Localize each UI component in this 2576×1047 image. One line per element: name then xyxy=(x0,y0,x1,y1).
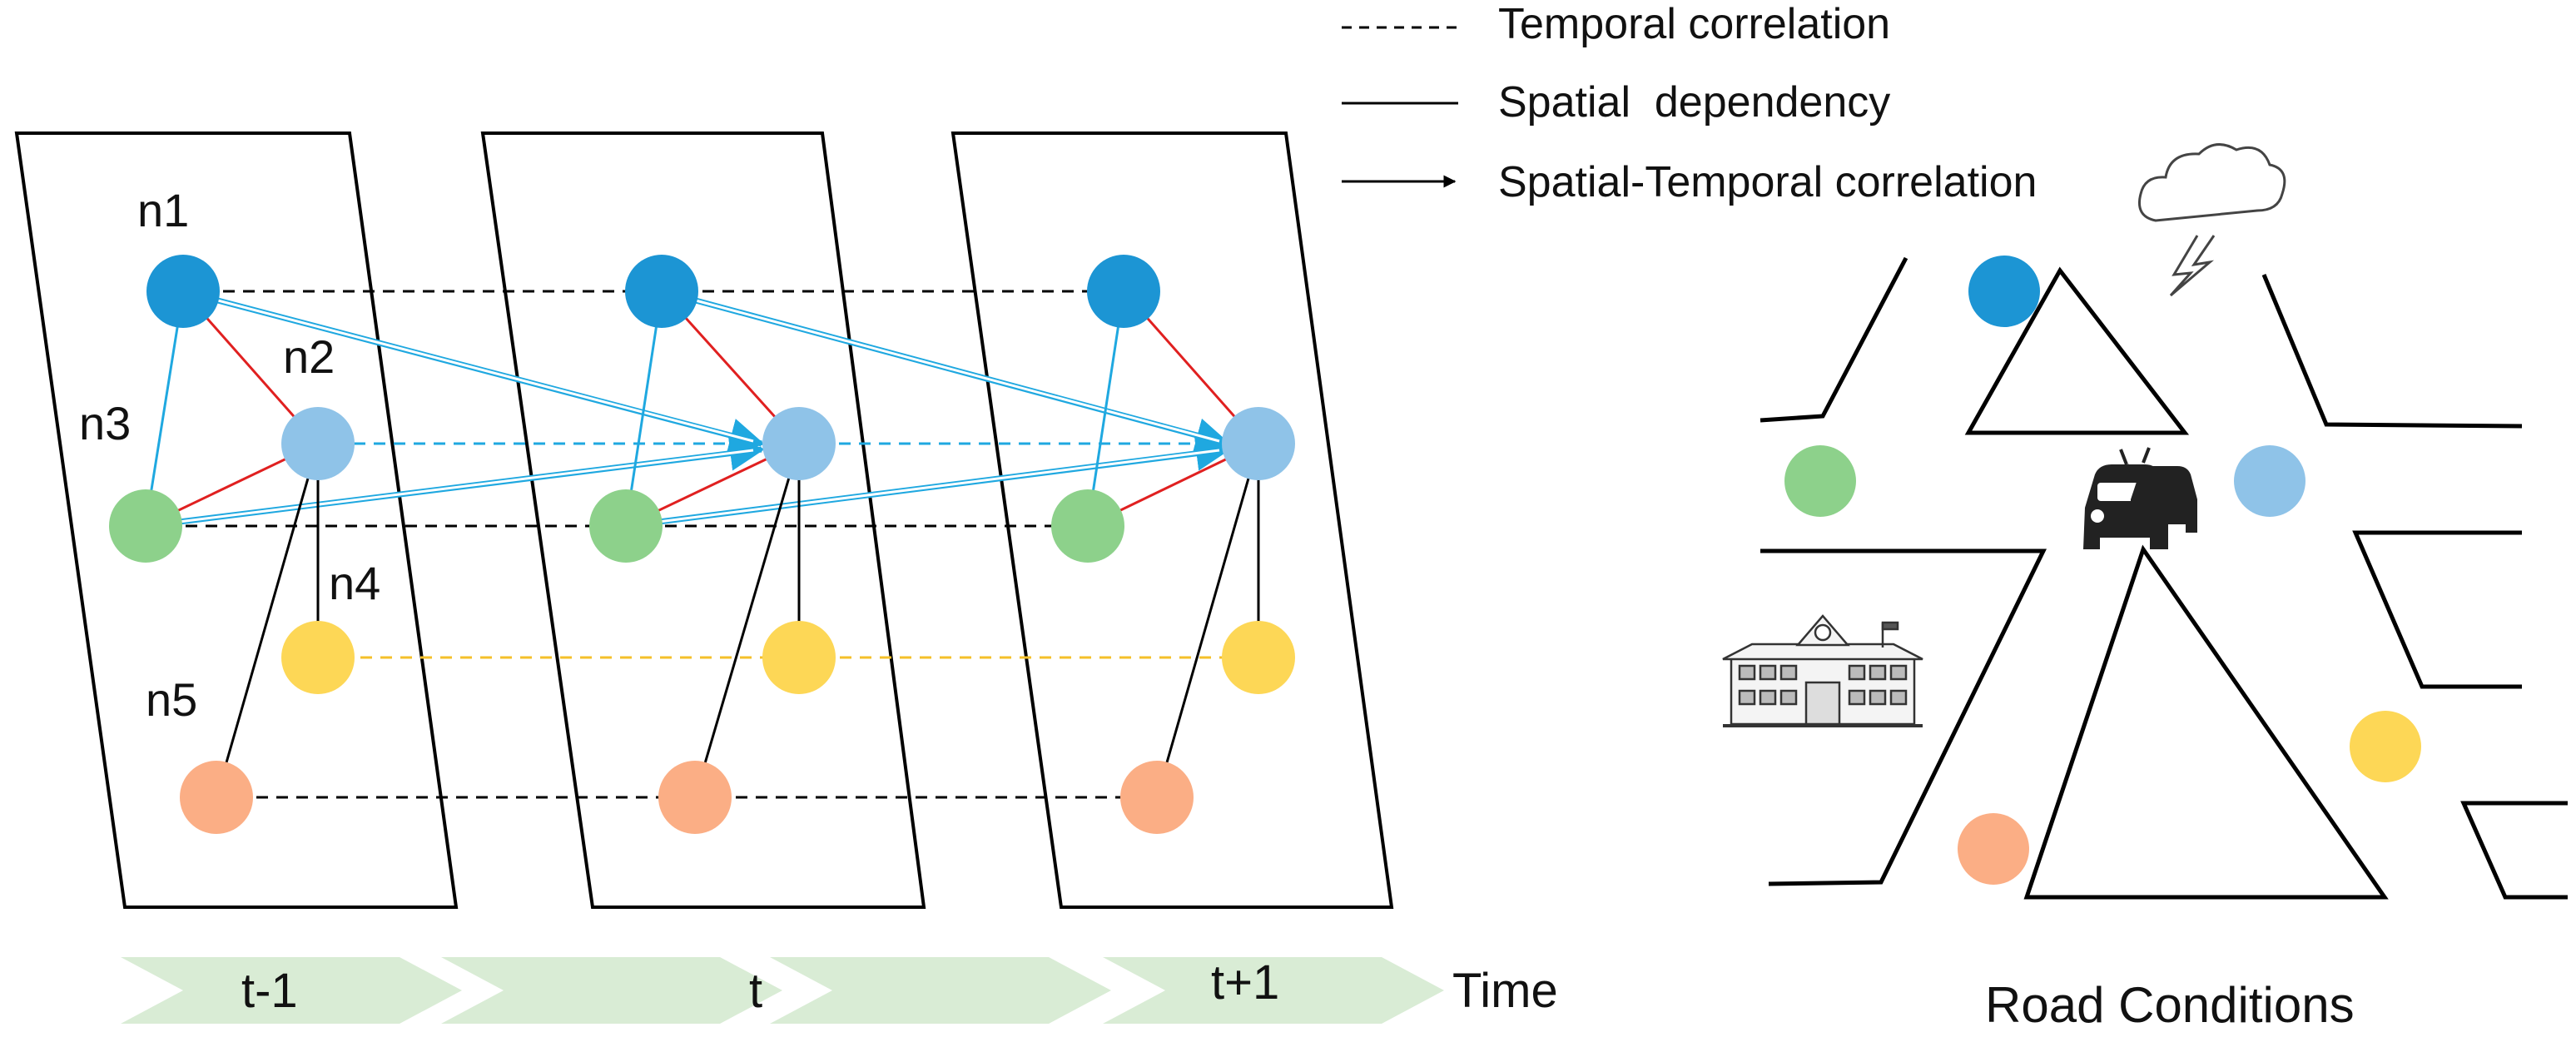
road-edge xyxy=(1760,548,2047,886)
label-n4: n4 xyxy=(329,557,380,609)
node-n3 xyxy=(109,489,182,563)
st-edge-n3-to-n2-t-inner xyxy=(145,449,754,528)
legend-temporal-label: Temporal correlation xyxy=(1498,0,1890,48)
node-n1 xyxy=(146,255,220,328)
road-island-bottom xyxy=(2023,544,2389,900)
nodes-t-plus-1 xyxy=(1051,255,1295,834)
map-node-n3 xyxy=(1784,445,1856,517)
edge-n1-n3 xyxy=(144,290,185,527)
school-building-icon xyxy=(1722,614,1923,727)
road-edge xyxy=(2352,530,2522,689)
node-n4 xyxy=(1222,621,1295,694)
label-n3: n3 xyxy=(79,397,131,449)
node-n3 xyxy=(589,489,663,563)
nodes-t-minus-1 xyxy=(109,255,355,834)
node-n5 xyxy=(1120,761,1194,834)
road-caption: Road Conditions xyxy=(1985,977,2355,1033)
legend: Temporal correlation Spatial dependency … xyxy=(1342,0,2037,206)
legend-spatiotemporal-label: Spatial-Temporal correlation xyxy=(1498,158,2037,206)
node-n2 xyxy=(281,407,355,480)
node-n5 xyxy=(658,761,732,834)
node-n4 xyxy=(281,621,355,694)
edge-n2-n5 xyxy=(215,443,320,798)
road-edge xyxy=(1760,256,1908,423)
timeline-chevron-1 xyxy=(121,957,462,1024)
road-map xyxy=(1760,256,2568,900)
edge-n1-n3 xyxy=(624,290,663,527)
edge-n1-n3 xyxy=(1086,290,1125,527)
timeline-labels: t-1 t t+1 Time xyxy=(241,955,1558,1018)
label-n2: n2 xyxy=(283,330,335,383)
timeline-step-t: t xyxy=(749,964,762,1018)
spatiotemporal-edges xyxy=(145,288,1232,529)
node-n3 xyxy=(1051,489,1124,563)
road-map-nodes xyxy=(1784,256,2421,885)
node-n5 xyxy=(180,761,253,834)
map-node-n5 xyxy=(1958,813,2029,885)
map-node-n4 xyxy=(2350,711,2421,782)
nodes-t xyxy=(589,255,836,834)
road-island-top xyxy=(1964,266,2190,435)
timeline-step-t-plus-1: t+1 xyxy=(1211,955,1279,1010)
frame-t-plus-1 xyxy=(950,131,1394,909)
map-node-n2 xyxy=(2234,445,2305,517)
timeline-step-t-minus-1: t-1 xyxy=(241,964,298,1018)
timeline-chevron-2 xyxy=(441,957,782,1024)
car-accident-icon xyxy=(2083,447,2197,549)
timeline-axis-label: Time xyxy=(1452,964,1558,1018)
node-n2 xyxy=(1222,407,1295,480)
node-n4 xyxy=(762,621,836,694)
edge-n2-n5 xyxy=(693,443,801,798)
edge-n2-n5 xyxy=(1155,443,1260,798)
map-node-n1 xyxy=(1968,256,2040,327)
label-n1: n1 xyxy=(137,184,189,236)
legend-spatial-label: Spatial dependency xyxy=(1498,78,1890,127)
time-slice-frames xyxy=(14,131,1394,909)
node-labels: n1 n2 n3 n4 n5 xyxy=(79,184,380,726)
node-n2 xyxy=(762,407,836,480)
st-edge-n1-to-n2-t-inner xyxy=(182,290,754,443)
node-n1 xyxy=(1087,255,1160,328)
frame-t-minus-1 xyxy=(14,131,459,909)
frame-t xyxy=(480,131,926,909)
road-edge xyxy=(2460,801,2568,900)
road-edge xyxy=(2261,274,2523,429)
label-n5: n5 xyxy=(146,673,197,726)
timeline-chevron-4 xyxy=(1103,957,1444,1024)
storm-cloud-icon xyxy=(2138,143,2286,297)
node-n1 xyxy=(625,255,698,328)
timeline-chevron-3 xyxy=(770,957,1111,1024)
timeline xyxy=(121,957,1444,1024)
st-edge-n1-to-n2-t1-inner xyxy=(661,290,1220,443)
st-edge-n3-to-n2-t1-inner xyxy=(625,449,1220,528)
